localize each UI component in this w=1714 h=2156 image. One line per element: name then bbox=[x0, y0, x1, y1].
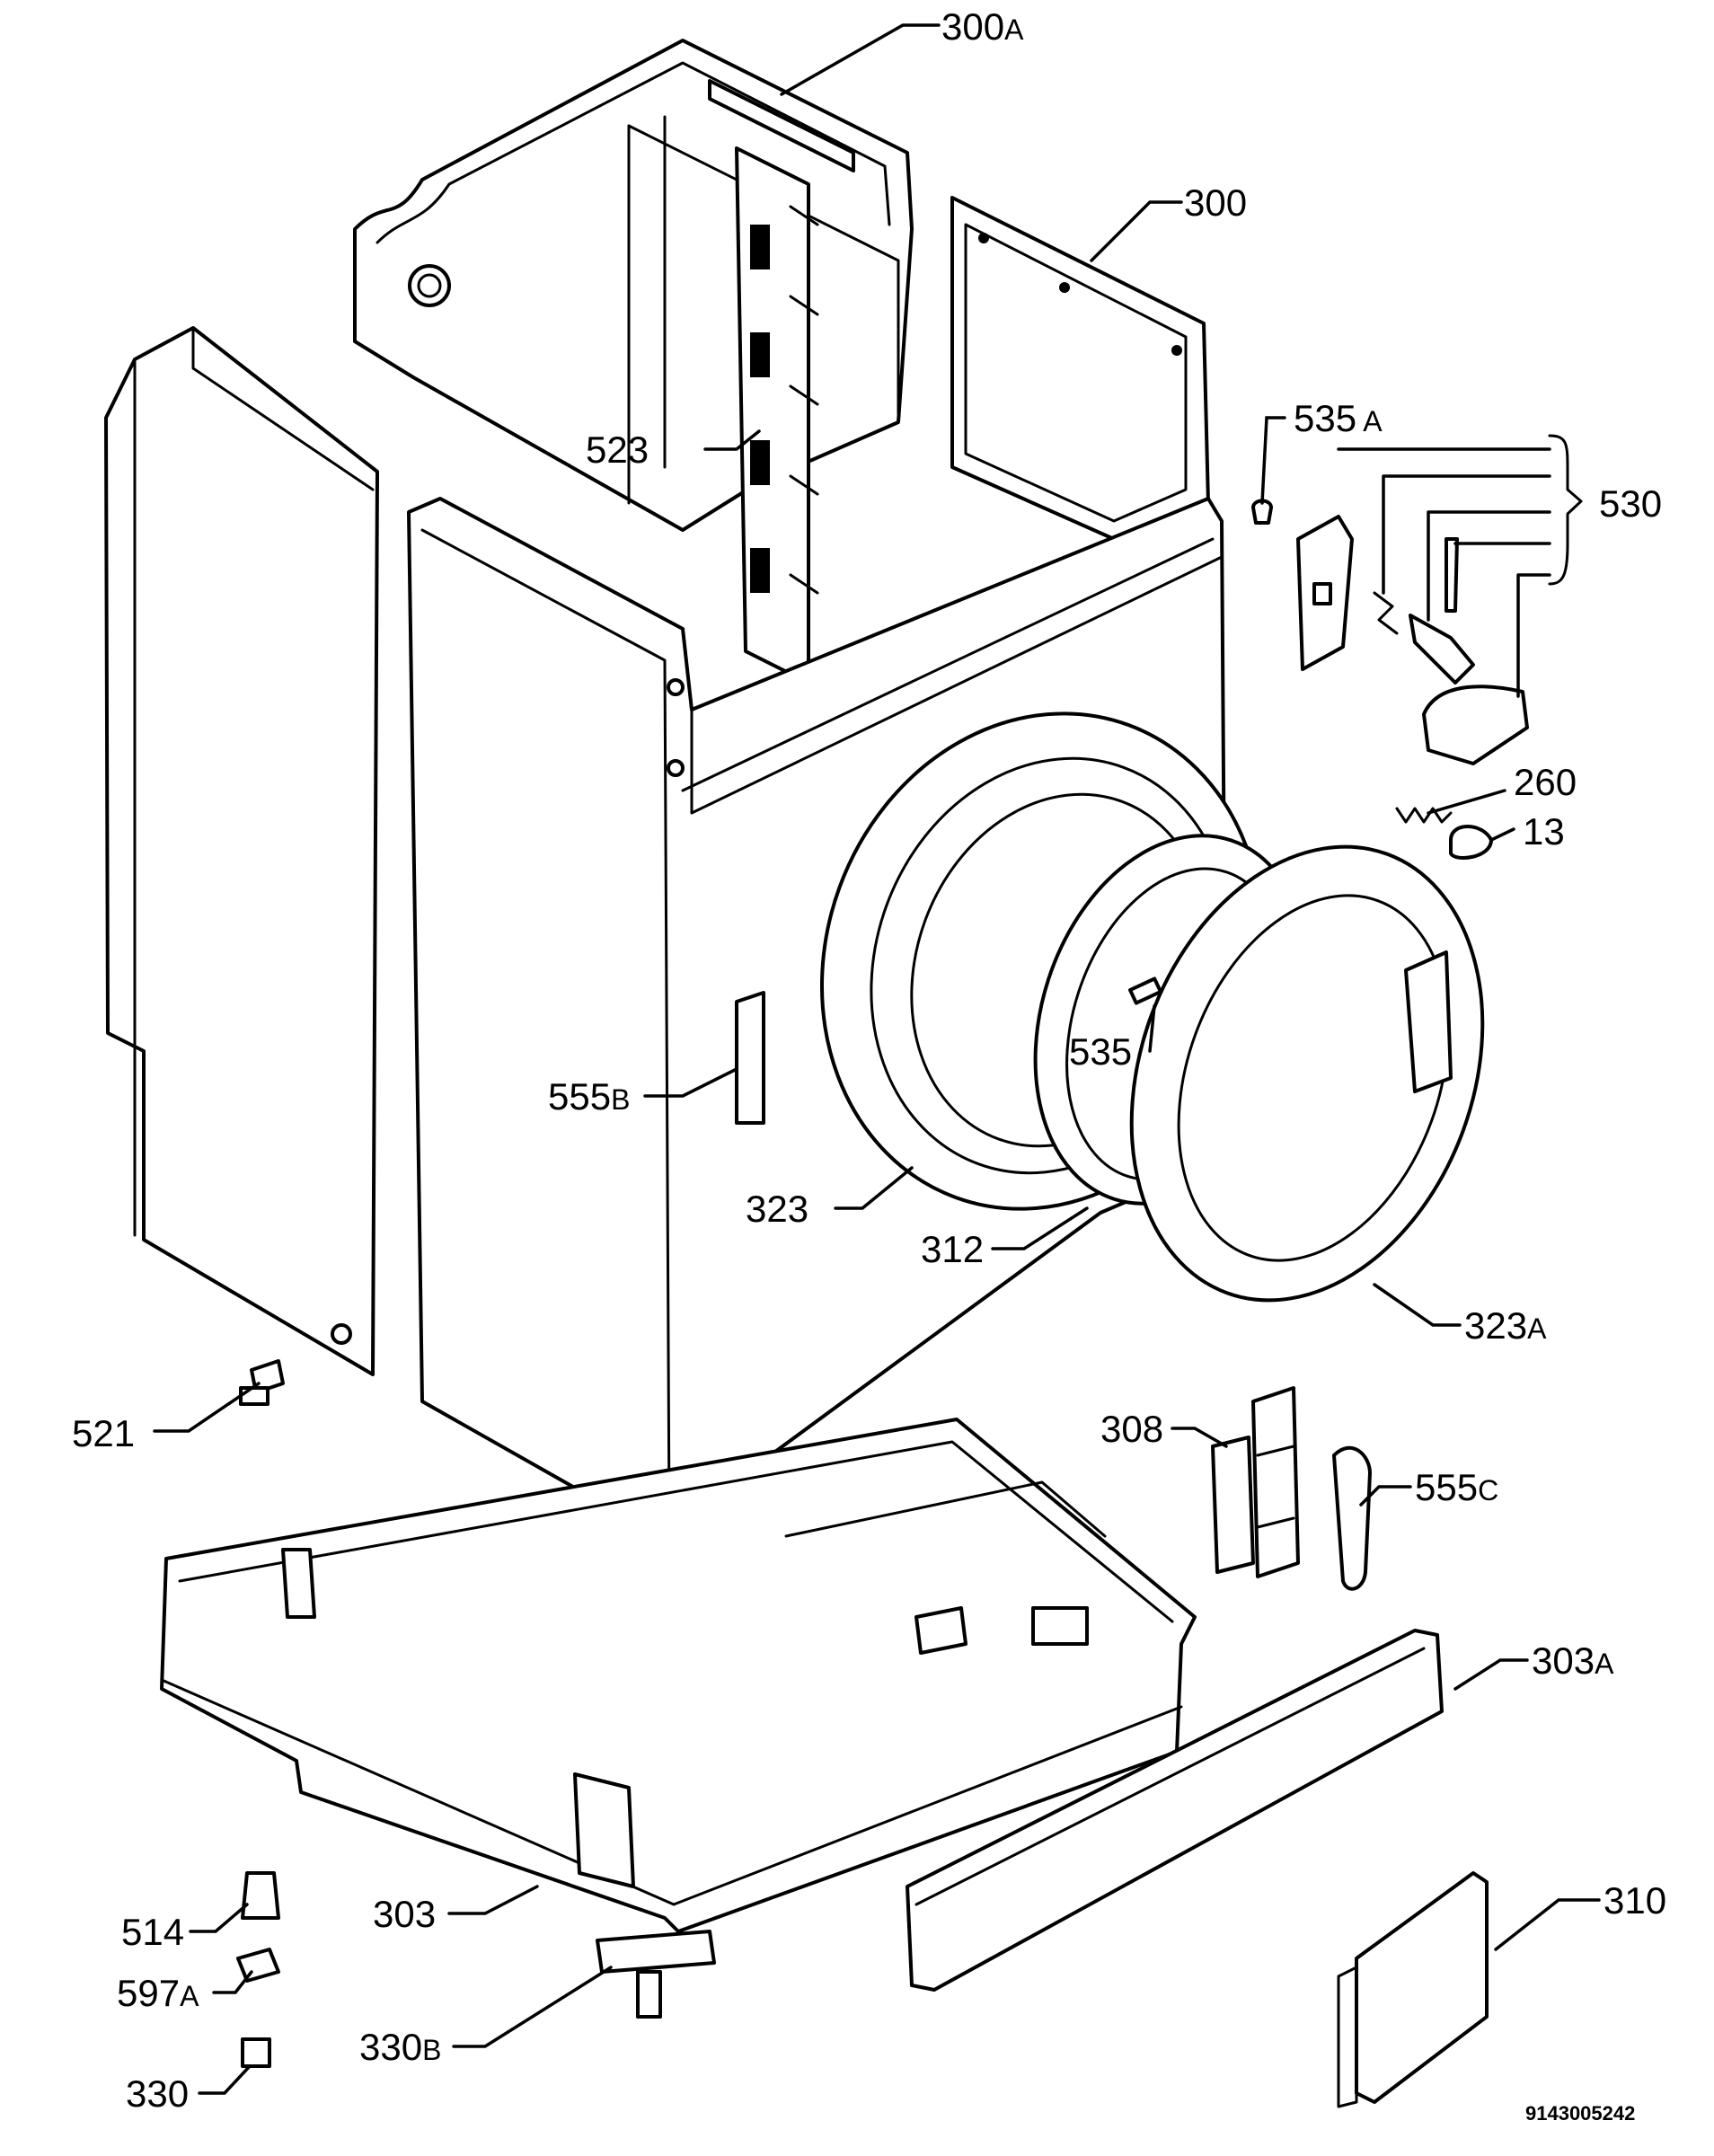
left-side-panel bbox=[104, 326, 379, 1376]
door-hinge bbox=[1211, 1386, 1300, 1578]
spring-and-pin bbox=[1395, 807, 1493, 860]
kickplate bbox=[906, 1629, 1444, 1992]
callout-13: 13 bbox=[1523, 810, 1565, 853]
callout-535: 535 bbox=[1069, 1030, 1132, 1073]
small-hardware bbox=[236, 976, 1162, 2068]
callout-330b: 330B bbox=[359, 2026, 441, 2068]
callout-514: 514 bbox=[121, 1911, 184, 1953]
leader-530-b bbox=[1382, 474, 1551, 595]
callout-labels: 300A 300 535 A 530 523 260 13 535 555B 3… bbox=[72, 5, 1666, 2115]
callout-330: 330 bbox=[126, 2072, 189, 2115]
drawing-code: 9143005242 bbox=[1525, 2102, 1635, 2125]
callout-523: 523 bbox=[586, 429, 649, 471]
outer-door bbox=[1129, 844, 1485, 1303]
bracket-530 bbox=[1548, 434, 1583, 586]
cabinet-rail bbox=[735, 146, 819, 685]
callout-555b: 555B bbox=[548, 1075, 630, 1118]
callout-555c: 555C bbox=[1415, 1466, 1498, 1508]
base-frame bbox=[160, 1418, 1197, 1933]
callout-300: 300 bbox=[1184, 181, 1247, 224]
callout-312: 312 bbox=[921, 1228, 984, 1270]
callout-303: 303 bbox=[373, 1893, 436, 1935]
callout-323a: 323A bbox=[1464, 1304, 1547, 1347]
callout-300a: 300A bbox=[941, 5, 1024, 48]
callout-323: 323 bbox=[746, 1188, 808, 1230]
callout-303a: 303A bbox=[1532, 1639, 1614, 1682]
leader-lines bbox=[153, 23, 1601, 2095]
callout-260: 260 bbox=[1514, 761, 1577, 803]
side-frame bbox=[950, 196, 1210, 541]
leader-530-c bbox=[1427, 510, 1551, 622]
callout-530: 530 bbox=[1599, 482, 1662, 525]
callout-535a: 535 A bbox=[1294, 397, 1383, 439]
hinge-cover bbox=[1332, 1445, 1372, 1591]
leader-530-e bbox=[1516, 573, 1551, 698]
door-handle-assembly bbox=[1251, 499, 1529, 765]
callout-310: 310 bbox=[1604, 1879, 1666, 1922]
service-flap bbox=[1337, 1871, 1489, 2108]
callout-521: 521 bbox=[72, 1412, 135, 1454]
callout-308: 308 bbox=[1100, 1408, 1163, 1450]
callout-597a: 597A bbox=[117, 1972, 199, 2014]
